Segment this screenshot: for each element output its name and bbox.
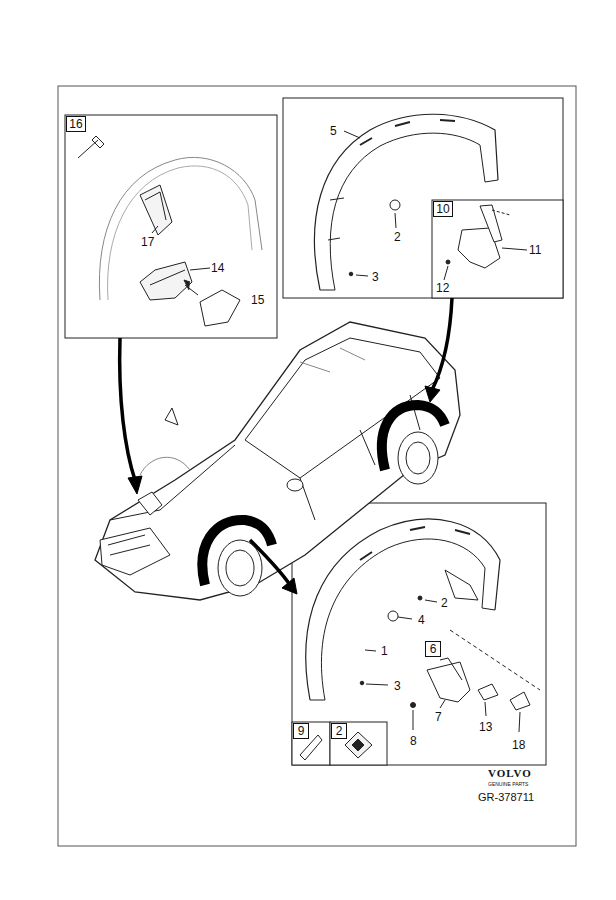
callout-number: 1: [380, 645, 389, 657]
callout-number: 2: [393, 231, 402, 243]
callout-number: 3: [371, 271, 380, 283]
callout-number: 2: [336, 725, 343, 737]
brand-text: GR-378711: [477, 792, 535, 803]
callout-number: 18: [511, 739, 526, 751]
callout-number: 6: [430, 643, 437, 655]
callout-number: 9: [298, 725, 305, 737]
callout-number: 7: [434, 711, 443, 723]
callout-box: 2: [331, 723, 347, 739]
callout-number: 16: [69, 118, 82, 130]
callout-number: 8: [409, 735, 418, 747]
callout-box: 9: [293, 723, 309, 739]
brand-text: GENUINE PARTS: [487, 782, 529, 787]
callout-number: 17: [140, 236, 155, 248]
callout-number: 14: [210, 262, 225, 274]
callout-number: 11: [528, 244, 542, 256]
callout-number: 3: [393, 680, 402, 692]
callout-number: 13: [478, 721, 493, 733]
callout-box: 6: [425, 641, 441, 657]
callout-number: 2: [440, 597, 449, 609]
callout-box: 10: [433, 201, 453, 217]
callout-number: 5: [329, 125, 338, 137]
callout-number: 10: [436, 203, 449, 215]
callout-number: 12: [435, 282, 450, 294]
callout-box: 16: [66, 116, 86, 132]
callout-number: 4: [417, 614, 426, 626]
brand-text: VOLVO: [487, 768, 533, 779]
callout-number: 15: [250, 294, 265, 306]
